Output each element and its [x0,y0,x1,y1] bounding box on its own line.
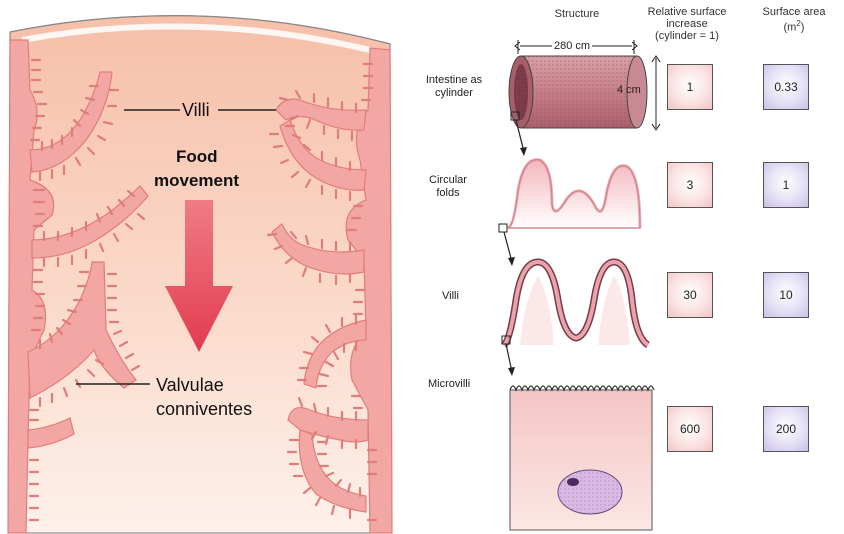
area-value-cylinder: 0.33 [763,64,809,110]
intestine-section [7,15,393,534]
row-label-cylinder-line1: Intestine as [425,74,483,86]
villi-label: Villi [182,100,210,120]
header-area-close: ) [800,21,805,34]
valvulae-label-line2: conniventes [156,399,253,419]
relative-value-microvilli: 600 [667,406,713,452]
header-relative-line2: increase [666,18,708,30]
food-movement-label-line1: Food [176,147,218,166]
relative-value-cylinder: 1 [667,64,713,110]
row-label-microvilli: Microvilli [428,378,471,390]
row-label-villi: Villi [442,290,459,302]
row-label-circular-folds: Circular folds [418,174,478,200]
row-label-cylinder: Intestine as cylinder [415,74,493,100]
cylinder-length-label: 280 cm [552,40,593,53]
circular-folds-illustration [498,158,642,266]
row-label-cylinder-line2: cylinder [435,87,473,99]
header-structure: Structure [554,8,600,20]
row-label-circular-line2: folds [436,187,460,199]
relative-value-circular-folds: 3 [667,162,713,208]
area-value-circular-folds: 1 [763,162,809,208]
area-value-microvilli: 200 [763,406,809,452]
header-relative-line1: Relative surface [647,6,727,18]
header-area-sup: 2 [796,19,801,28]
header-area-line2: (m2) [744,18,844,34]
header-relative-surface: Relative surface increase (cylinder = 1) [636,6,738,42]
microvilli-cell-illustration [509,385,655,531]
food-movement-arrow [165,200,233,352]
relative-value-villi: 30 [667,272,713,318]
header-relative-line3: (cylinder = 1) [655,30,719,42]
left-wall [7,39,149,534]
villi-illustration [501,258,651,376]
right-wall [271,47,393,534]
right-villi-fringe [266,62,378,522]
cylinder-illustration [508,40,661,156]
cylinder-diameter-label: 4 cm [617,84,641,96]
header-area-line1: Surface area [762,6,826,18]
valvulae-label-line1: Valvulae [156,375,224,395]
area-value-villi: 10 [763,272,809,318]
lumen-top-edge [9,15,391,45]
food-movement-label-line2: movement [154,171,240,190]
row-label-circular-line1: Circular [429,174,467,186]
header-area-unit: (m [783,21,797,34]
header-surface-area: Surface area (m2) [744,6,844,34]
